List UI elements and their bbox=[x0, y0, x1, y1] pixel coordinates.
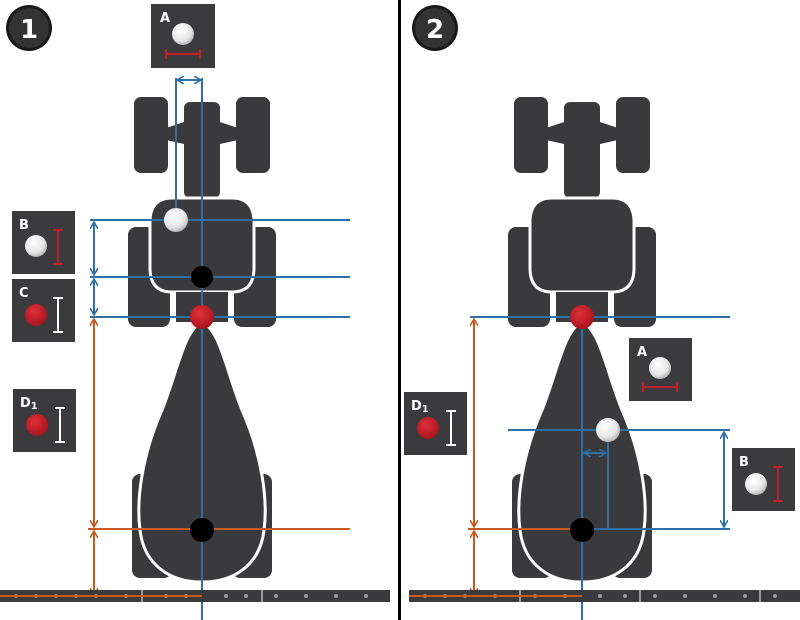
red-dot-2 bbox=[570, 305, 594, 329]
panel-divider bbox=[398, 0, 401, 620]
icon-c-1: C bbox=[12, 279, 75, 342]
svg-text:B: B bbox=[19, 218, 29, 233]
red-dot-1 bbox=[190, 305, 214, 329]
panel-number-badge-1: 1 bbox=[6, 5, 52, 51]
white-ball-1 bbox=[164, 208, 188, 232]
svg-text:D1: D1 bbox=[411, 399, 429, 415]
black-dot-rear-1 bbox=[190, 518, 214, 542]
panel-number-1: 1 bbox=[20, 15, 38, 45]
icon-d1-1: D1 bbox=[13, 389, 76, 452]
icon-b-2: B bbox=[732, 448, 795, 511]
svg-text:B: B bbox=[739, 455, 749, 470]
svg-text:A: A bbox=[160, 11, 170, 26]
black-dot-1 bbox=[191, 266, 213, 288]
svg-text:C: C bbox=[19, 286, 29, 301]
panel-number-2: 2 bbox=[426, 15, 444, 45]
icon-d1-2: D1 bbox=[404, 392, 467, 455]
ground-strip-2 bbox=[409, 590, 800, 602]
svg-text:D1: D1 bbox=[20, 396, 38, 412]
panel-2: 2 A B D1 bbox=[404, 5, 800, 620]
icon-a-2: A bbox=[629, 338, 692, 401]
icon-b-1: B bbox=[12, 211, 75, 274]
panel-number-badge-2: 2 bbox=[412, 5, 458, 51]
white-ball-2 bbox=[596, 418, 620, 442]
panel-1: 1 A B C bbox=[0, 4, 390, 620]
icon-a-1: A bbox=[151, 4, 215, 68]
svg-text:A: A bbox=[637, 345, 647, 360]
black-dot-rear-2 bbox=[570, 518, 594, 542]
